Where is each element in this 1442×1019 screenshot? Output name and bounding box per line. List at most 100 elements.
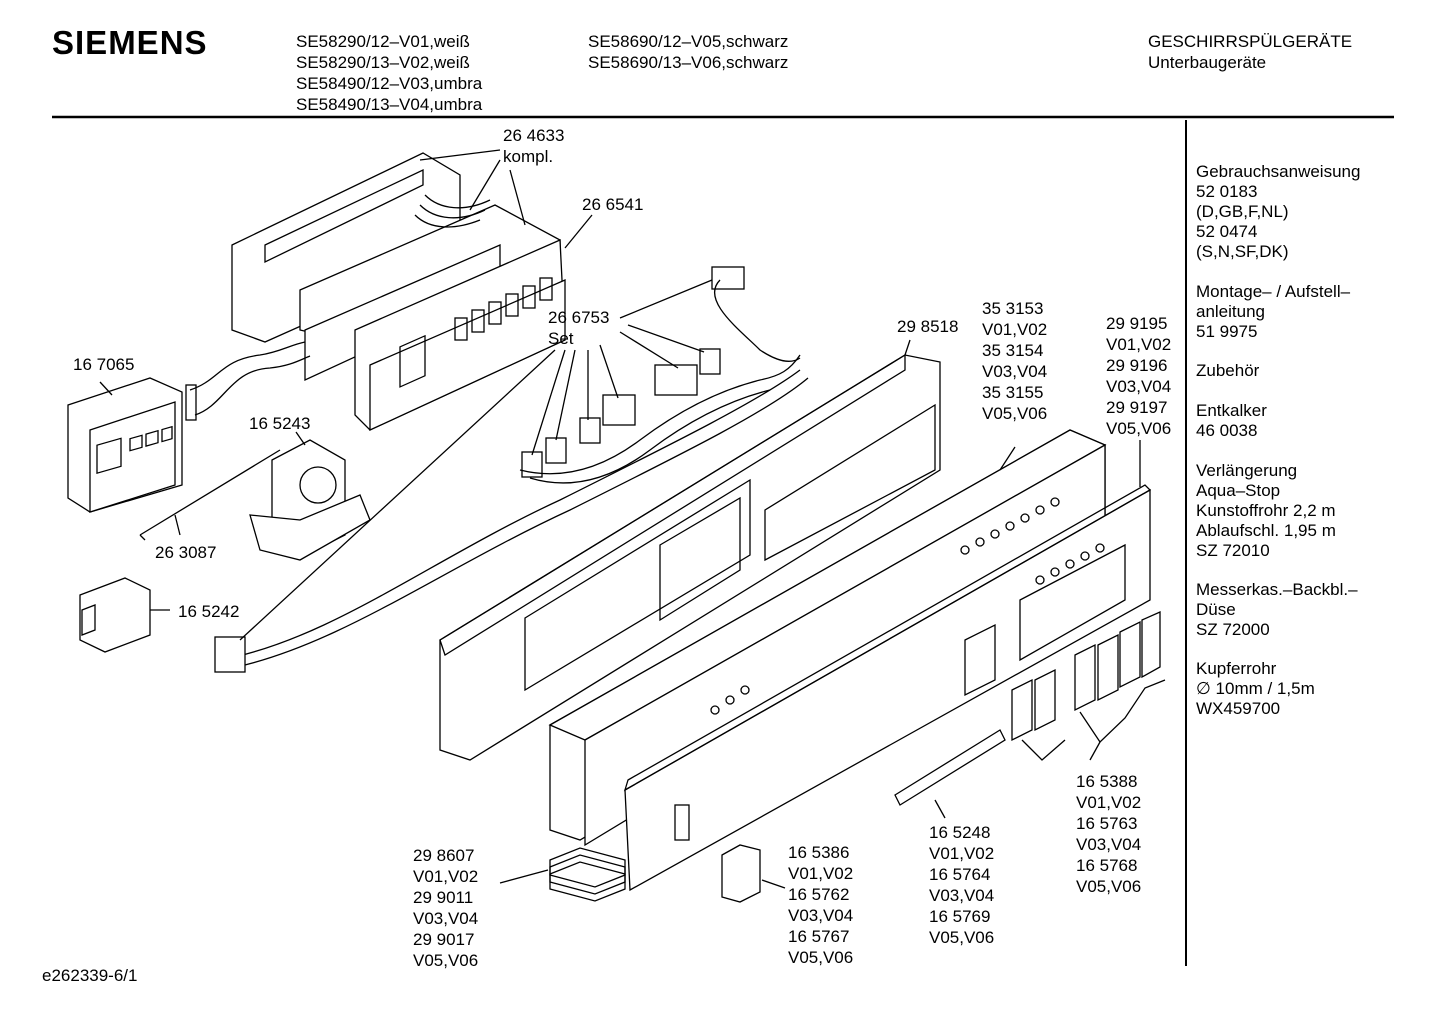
part-number: 35 3153 — [982, 299, 1044, 318]
part-label-264633: 26 4633 kompl. — [503, 125, 564, 167]
part-variant: V05,V06 — [982, 404, 1048, 423]
model-line: SE58690/13–V06,schwarz — [588, 53, 789, 72]
foil-stack — [499, 847, 626, 902]
sidebar-installation: Montage– / Aufstell– anleitung 51 9975 — [1196, 282, 1350, 342]
part-number: 29 9011 — [413, 888, 474, 907]
part-number: 29 9017 — [413, 930, 475, 949]
sidebar-text: Gebrauchsanweisung — [1196, 162, 1361, 181]
drawing-id: e262339-6/1 — [42, 966, 138, 985]
part-number: 16 5388 — [1076, 772, 1138, 791]
sidebar-text: SZ 72000 — [1196, 620, 1270, 639]
sidebar-text: Zubehör — [1196, 361, 1260, 380]
part-label-266541: 26 6541 — [582, 195, 644, 214]
part-variant: V03,V04 — [982, 362, 1048, 381]
sidebar-text: 51 9975 — [1196, 322, 1258, 341]
display-module — [67, 341, 311, 513]
part-variant: V05,V06 — [1076, 877, 1142, 896]
part-variant: V01,V02 — [929, 844, 995, 863]
sidebar-text: anleitung — [1196, 302, 1266, 321]
part-label-263087: 26 3087 — [155, 543, 217, 562]
sidebar-text: Entkalker — [1196, 401, 1267, 420]
part-number: 35 3154 — [982, 341, 1044, 360]
part-variant: V01,V02 — [1106, 335, 1172, 354]
part-number: 16 5769 — [929, 907, 991, 926]
sidebar-text: (S,N,SF,DK) — [1196, 242, 1289, 261]
sidebar-text: 52 0183 — [1196, 182, 1258, 201]
part-number: 16 5248 — [929, 823, 991, 842]
sidebar-accessories: Zubehör — [1196, 361, 1259, 381]
model-line: SE58690/12–V05,schwarz — [588, 32, 789, 51]
button-group — [1011, 610, 1166, 761]
part-number: 26 4633 — [503, 126, 565, 145]
knob-block — [721, 844, 786, 903]
sidebar-text: Verlängerung — [1196, 461, 1298, 480]
part-label-298607: 29 8607 V01,V02 29 9011 V03,V04 29 9017 … — [413, 845, 478, 971]
part-variant: V05,V06 — [929, 928, 995, 947]
part-variant: V03,V04 — [788, 906, 854, 925]
model-line: SE58490/12–V03,umbra — [296, 74, 483, 93]
part-number: 16 5386 — [788, 843, 850, 862]
pump-part — [249, 431, 371, 561]
rod — [139, 449, 281, 536]
sidebar-text: WX459700 — [1196, 699, 1281, 718]
control-frame — [439, 339, 941, 761]
part-number: 29 9197 — [1106, 398, 1168, 417]
sidebar-user-manual: Gebrauchsanweisung 52 0183 (D,GB,F,NL) 5… — [1196, 162, 1360, 262]
sidebar-text: (D,GB,F,NL) — [1196, 202, 1289, 221]
sidebar-text: SZ 72010 — [1196, 541, 1270, 560]
part-label-165386: 16 5386 V01,V02 16 5762 V03,V04 16 5767 … — [788, 842, 853, 968]
model-list-2: SE58690/12–V05,schwarz SE58690/13–V06,sc… — [588, 31, 788, 73]
model-line: SE58490/13–V04,umbra — [296, 95, 483, 114]
part-label-165388: 16 5388 V01,V02 16 5763 V03,V04 16 5768 … — [1076, 771, 1141, 897]
model-list-1: SE58290/12–V01,weiß SE58290/13–V02,weiß … — [296, 31, 482, 115]
part-variant: V03,V04 — [413, 909, 479, 928]
sidebar-descaler: Entkalker 46 0038 — [1196, 401, 1267, 441]
sensor-part — [79, 577, 170, 653]
cable-harness — [214, 266, 809, 673]
sidebar-text: Kupferrohr — [1196, 659, 1277, 678]
sidebar-text: ∅ 10mm / 1,5m — [1196, 679, 1315, 698]
part-variant: V01,V02 — [982, 320, 1048, 339]
part-label-299195: 29 9195 V01,V02 29 9196 V03,V04 29 9197 … — [1106, 313, 1171, 439]
sidebar-nozzle: Messerkas.–Backbl.– Düse SZ 72000 — [1196, 580, 1358, 640]
part-number: 16 5768 — [1076, 856, 1138, 875]
category-subtitle: Unterbaugeräte — [1148, 53, 1267, 72]
part-number: 29 9195 — [1106, 314, 1168, 333]
part-note: Set — [548, 329, 574, 348]
sidebar-text: 52 0474 — [1196, 222, 1258, 241]
part-number: 16 5764 — [929, 865, 991, 884]
part-label-353153: 35 3153 V01,V02 35 3154 V03,V04 35 3155 … — [982, 298, 1047, 424]
part-variant: V05,V06 — [413, 951, 479, 970]
part-label-165248: 16 5248 V01,V02 16 5764 V03,V04 16 5769 … — [929, 822, 994, 948]
part-number: 16 5767 — [788, 927, 850, 946]
cover-panel — [623, 440, 1152, 892]
part-variant: V03,V04 — [1106, 377, 1172, 396]
category-title: GESCHIRRSPÜLGERÄTE — [1148, 32, 1353, 51]
part-number: 16 5762 — [788, 885, 850, 904]
part-variant: V03,V04 — [1076, 835, 1142, 854]
part-label-266753: 26 6753 Set — [548, 307, 609, 349]
part-variant: V03,V04 — [929, 886, 995, 905]
part-number: 29 8607 — [413, 846, 475, 865]
sidebar-text: Montage– / Aufstell– — [1196, 282, 1351, 301]
category: GESCHIRRSPÜLGERÄTE Unterbaugeräte — [1148, 31, 1352, 73]
sidebar-text: Kunstoffrohr 2,2 m — [1196, 501, 1336, 520]
part-variant: V01,V02 — [1076, 793, 1142, 812]
control-module — [231, 149, 593, 432]
part-number: 29 9196 — [1106, 356, 1168, 375]
part-number: 16 5763 — [1076, 814, 1138, 833]
part-variant: V05,V06 — [1106, 419, 1172, 438]
brand-logo: SIEMENS — [52, 24, 208, 61]
model-line: SE58290/12–V01,weiß — [296, 32, 470, 51]
part-label-167065: 16 7065 — [73, 355, 135, 374]
part-variant: V05,V06 — [788, 948, 854, 967]
part-number: 35 3155 — [982, 383, 1044, 402]
sidebar-text: Ablaufschl. 1,95 m — [1196, 521, 1336, 540]
part-number: 26 6753 — [548, 308, 610, 327]
sidebar-copper-pipe: Kupferrohr ∅ 10mm / 1,5m WX459700 — [1196, 659, 1315, 719]
part-variant: V01,V02 — [413, 867, 479, 886]
part-label-165243: 16 5243 — [249, 414, 311, 433]
sidebar-text: 46 0038 — [1196, 421, 1258, 440]
part-note: kompl. — [503, 147, 554, 166]
